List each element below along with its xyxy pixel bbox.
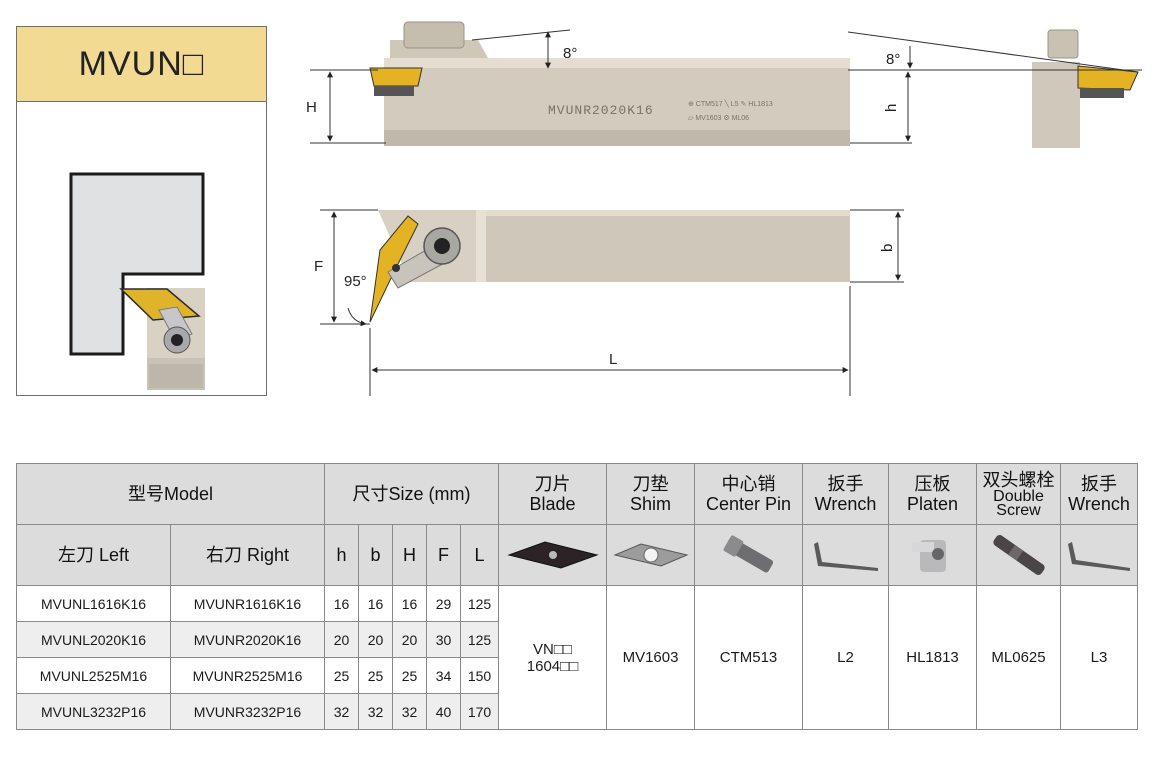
wrench-image: [802, 524, 890, 586]
cell-H: 25: [392, 657, 427, 694]
cell-left-model: MVUNL3232P16: [16, 693, 171, 730]
label-H: H: [306, 99, 317, 116]
cell-b: 25: [358, 657, 393, 694]
label-angle-top-left: 8°: [563, 45, 577, 62]
top-view: F 95° b L: [314, 209, 904, 396]
subheader-F: F: [426, 524, 461, 586]
cell-H: 32: [392, 693, 427, 730]
cell-F: 30: [426, 621, 461, 658]
model-card: MVUN□: [16, 26, 267, 396]
cell-left-model: MVUNL1616K16: [16, 585, 171, 622]
cell-b: 20: [358, 621, 393, 658]
blade-code-line1: VN□□: [533, 640, 572, 658]
cell-h: 32: [324, 693, 359, 730]
cell-right-model: MVUNR2020K16: [170, 621, 325, 658]
cell-blade: VN□□ 1604□□: [498, 585, 608, 730]
cell-h: 16: [324, 585, 359, 622]
label-angle-top-right: 8°: [886, 51, 900, 68]
cell-F: 34: [426, 657, 461, 694]
subheader-L: L: [459, 524, 500, 586]
label-angle-95: 95°: [344, 273, 367, 290]
screw-image: [976, 524, 1062, 586]
cell-screw: ML0625: [976, 585, 1062, 730]
end-view: 8°: [847, 29, 1142, 148]
cell-F: 40: [426, 693, 461, 730]
cell-left-model: MVUNL2020K16: [16, 621, 171, 658]
blade-image: [498, 524, 608, 586]
cell-L: 170: [459, 693, 500, 730]
label-F: F: [314, 258, 323, 275]
cell-h: 25: [324, 657, 359, 694]
header-size: 尺寸Size (mm): [323, 463, 500, 525]
cell-wrench: L2: [802, 585, 890, 730]
cell-shim: MV1603: [606, 585, 696, 730]
cell-L: 150: [459, 657, 500, 694]
cell-wrench2: L3: [1060, 585, 1139, 730]
workpiece-illustration: [69, 172, 205, 390]
cell-b: 32: [358, 693, 393, 730]
header-model: 型号Model: [16, 463, 325, 525]
cell-L: 125: [459, 621, 500, 658]
table-row: MVUNL2525M16 MVUNR2525M16 25 25 25 34 15…: [16, 657, 1138, 694]
platen-image: [888, 524, 978, 586]
cell-right-model: MVUNR2525M16: [170, 657, 325, 694]
blade-code-line2: 1604□□: [526, 657, 579, 675]
label-h: h: [883, 104, 900, 112]
svg-text:▱ MV1603 ⚙ ML06: ▱ MV1603 ⚙ ML06: [688, 114, 749, 122]
cell-platen: HL1813: [888, 585, 978, 730]
cell-H: 16: [392, 585, 427, 622]
subheader-H: H: [392, 524, 427, 586]
model-title: MVUN□: [17, 27, 266, 102]
cell-b: 16: [358, 585, 393, 622]
cell-H: 20: [392, 621, 427, 658]
subheader-right: 右刀 Right: [170, 524, 325, 586]
cell-right-model: MVUNR1616K16: [170, 585, 325, 622]
cell-L: 125: [459, 585, 500, 622]
shim-image: [606, 524, 696, 586]
cell-center-pin: CTM513: [694, 585, 804, 730]
holder-marking: MVUNR2020K16: [548, 103, 654, 118]
wrench2-image: [1060, 524, 1139, 586]
cell-right-model: MVUNR3232P16: [170, 693, 325, 730]
cell-F: 29: [426, 585, 461, 622]
cell-left-model: MVUNL2525M16: [16, 657, 171, 694]
table-row: MVUNL2020K16 MVUNR2020K16 20 20 20 30 12…: [16, 621, 1138, 658]
tool-dimension-diagram: MVUNR2020K16 ⊕ CTM517 ╲ L5 ✎ HL1813 ▱ MV…: [306, 21, 1142, 396]
cell-h: 20: [324, 621, 359, 658]
label-L: L: [609, 351, 617, 368]
center-pin-image: [694, 524, 804, 586]
subheader-b: b: [358, 524, 393, 586]
label-b: b: [879, 244, 896, 252]
side-view: MVUNR2020K16 ⊕ CTM517 ╲ L5 ✎ HL1813 ▱ MV…: [306, 21, 912, 146]
table-row: MVUNL1616K16 MVUNR1616K16 16 16 16 29 12…: [16, 585, 1139, 730]
svg-text:⊕ CTM517 ╲ L5 ✎ HL1813: ⊕ CTM517 ╲ L5 ✎ HL1813: [688, 99, 773, 108]
table-row: MVUNL3232P16 MVUNR3232P16 32 32 32 40 17…: [16, 693, 1138, 730]
subheader-left: 左刀 Left: [16, 524, 171, 586]
subheader-h: h: [324, 524, 359, 586]
